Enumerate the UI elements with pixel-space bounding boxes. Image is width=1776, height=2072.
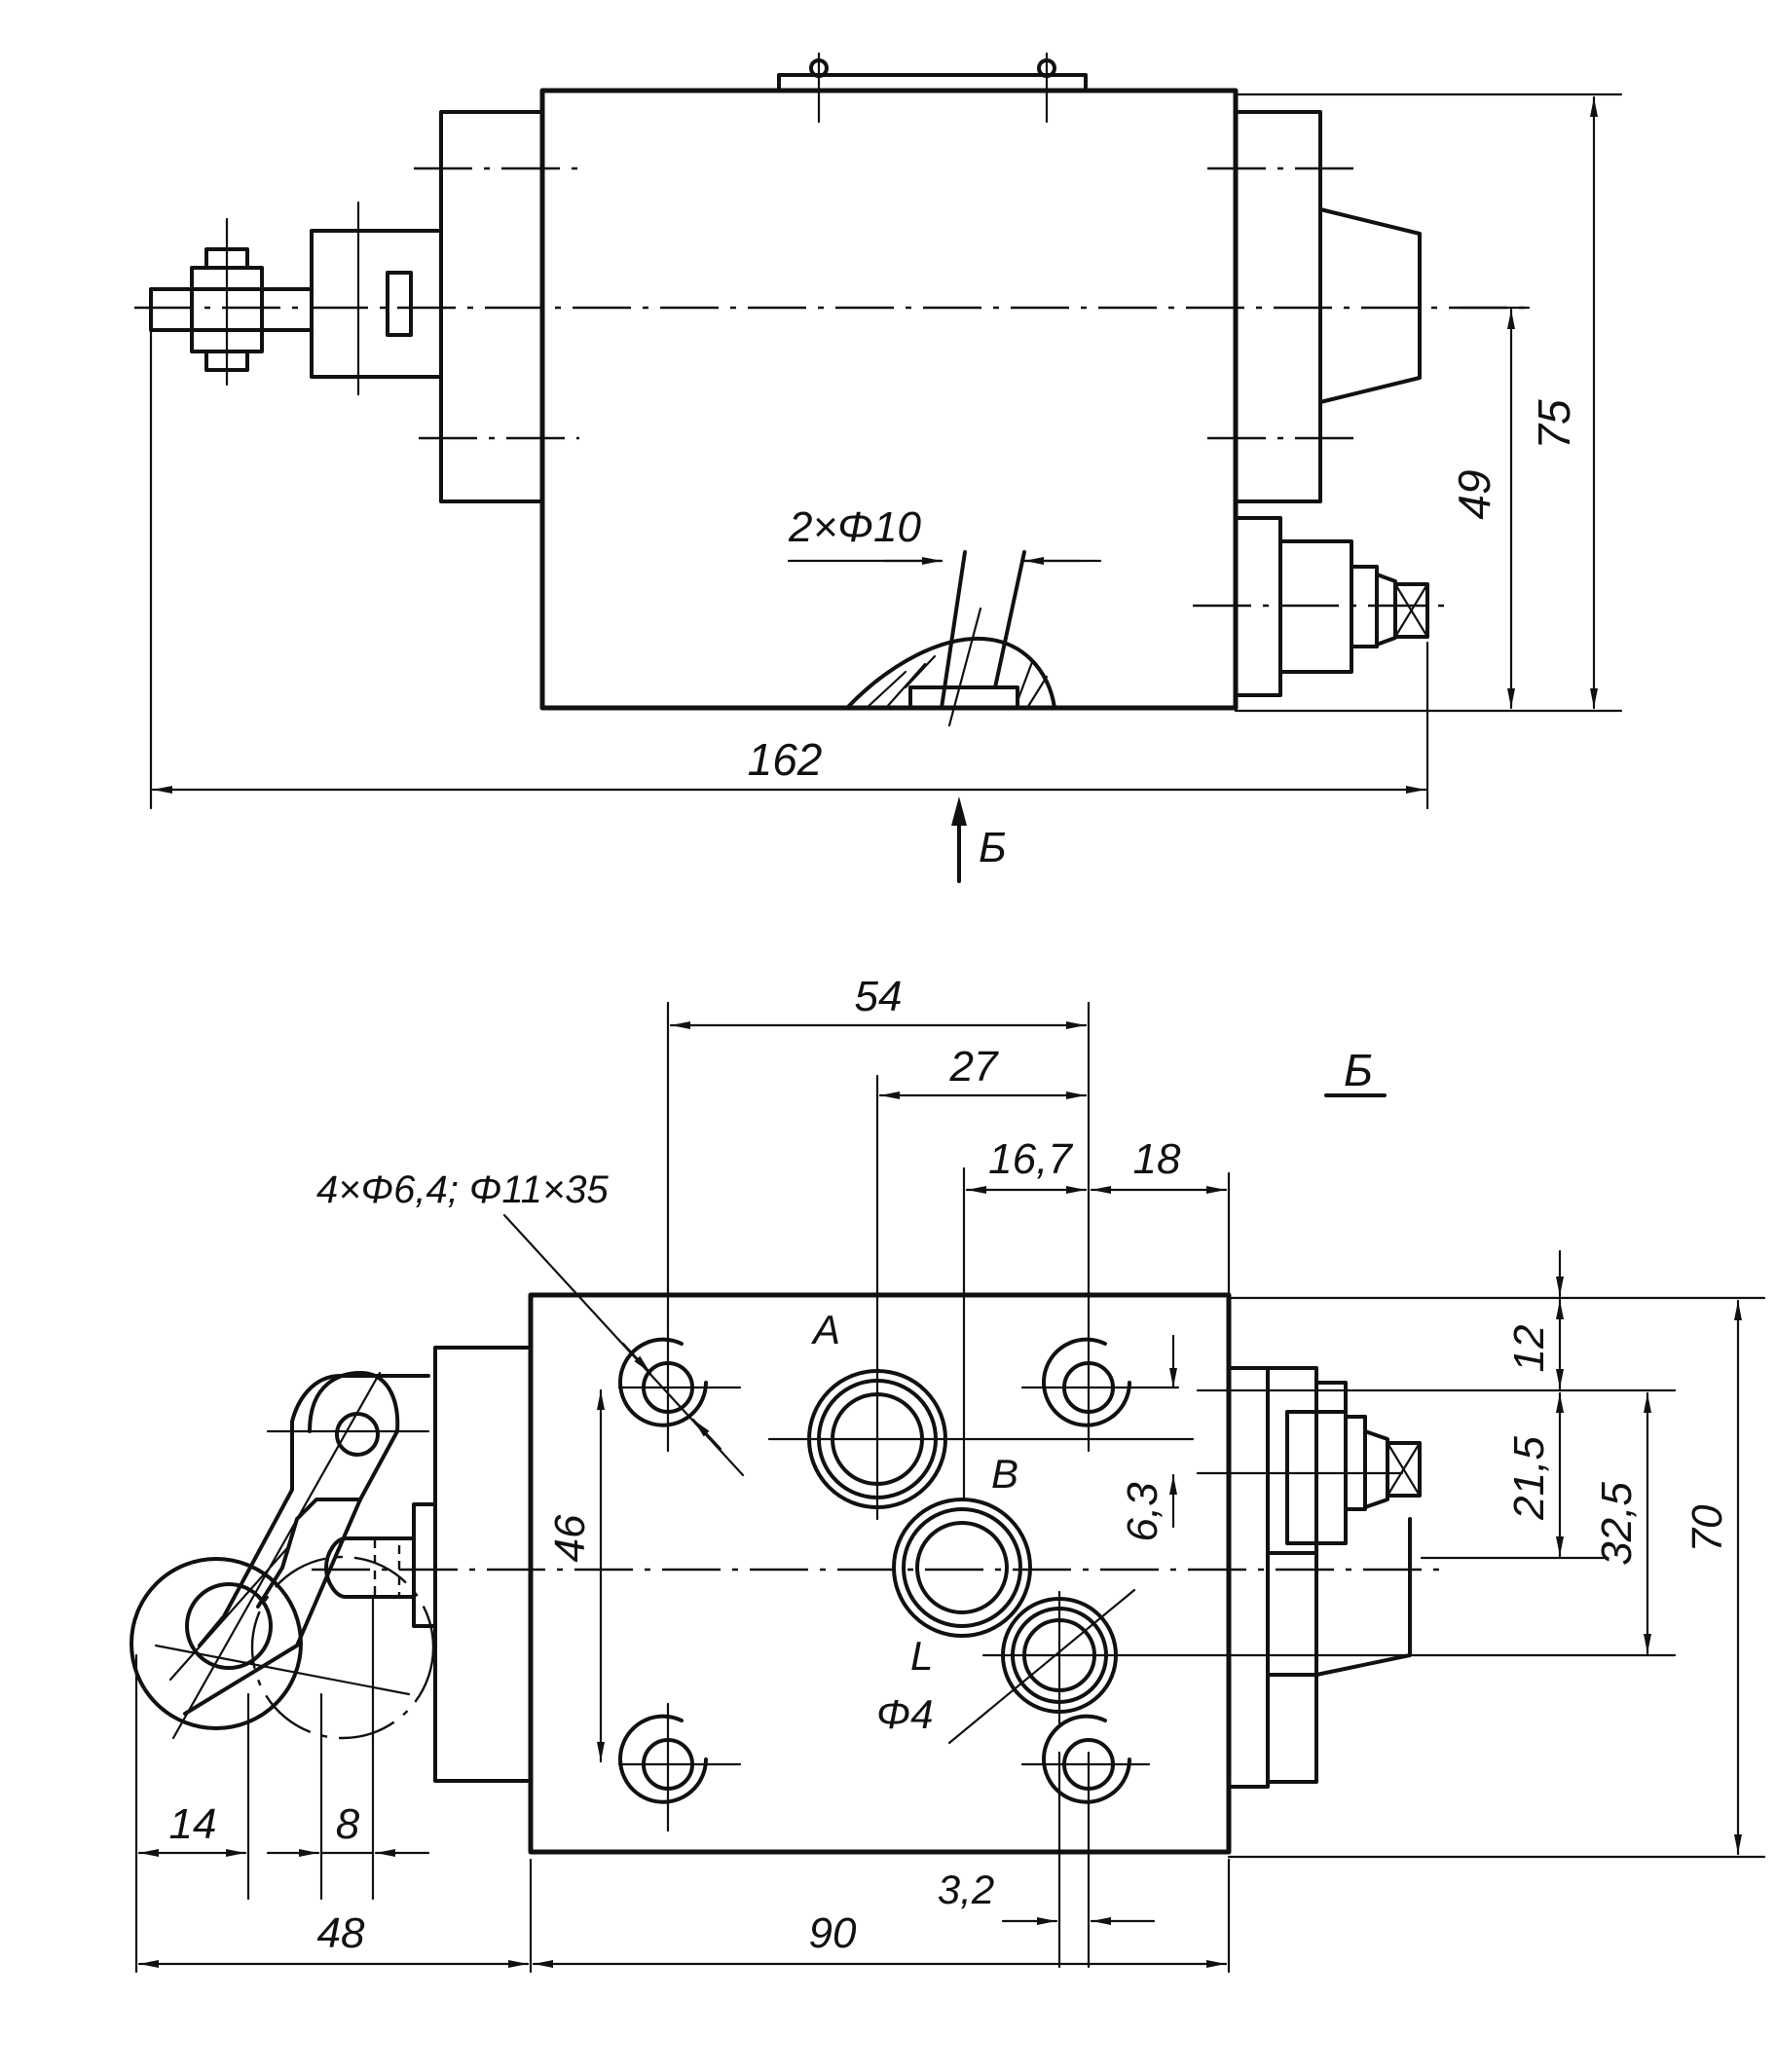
- port-b: [312, 1498, 1446, 1638]
- port-b-label: B: [991, 1451, 1018, 1497]
- dim-12: 12: [1505, 1325, 1553, 1373]
- top-view: [134, 52, 1623, 810]
- port-l: [947, 1588, 1346, 1745]
- dim-70: 70: [1684, 1504, 1731, 1552]
- roller: [130, 1557, 303, 1730]
- dim-54: 54: [855, 973, 903, 1020]
- bottom-view: [130, 1001, 1766, 1974]
- dim-16-7: 16,7: [988, 1135, 1073, 1183]
- view-b-arrow-label: Б: [979, 824, 1007, 871]
- dim-21-5: 21,5: [1505, 1436, 1553, 1521]
- view-b-title: Б: [1324, 1045, 1387, 1097]
- port-l-label: L: [910, 1633, 933, 1679]
- dim-32-5: 32,5: [1593, 1482, 1641, 1566]
- view-b-arrow: Б: [951, 796, 1007, 883]
- dim-46: 46: [546, 1514, 594, 1562]
- mount-hole-bl: [617, 1702, 742, 1832]
- dim-27: 27: [949, 1043, 999, 1091]
- top-hole-callout: 2×Φ10: [788, 503, 921, 551]
- hole-section: [845, 636, 1056, 710]
- mount-hole-tr: [1020, 1322, 1180, 1453]
- dim-6-3: 6,3: [1119, 1482, 1166, 1542]
- mounting-plate: [528, 1292, 1232, 1855]
- view-b-title-text: Б: [1344, 1045, 1373, 1095]
- dim-14: 14: [169, 1800, 217, 1848]
- valve-body: [539, 88, 1239, 711]
- top-plate: [777, 73, 1088, 92]
- top-view-dimensions: 75 49 162 2×Φ10: [151, 95, 1598, 794]
- dim-162: 162: [748, 734, 823, 785]
- dim-49: 49: [1449, 469, 1499, 519]
- dim-8: 8: [336, 1800, 360, 1848]
- diameter-4-label: Φ4: [876, 1691, 934, 1737]
- dim-3-2: 3,2: [938, 1867, 994, 1912]
- dim-48: 48: [317, 1909, 365, 1957]
- bottom-hole-callout: 4×Φ6,4; Φ11×35: [316, 1168, 610, 1211]
- mount-hole-tl: [617, 1322, 742, 1453]
- dim-75: 75: [1529, 399, 1579, 450]
- lever-arm: [198, 1374, 430, 1647]
- port-a-label: A: [810, 1307, 840, 1352]
- bottom-view-dimensions: A B L Φ4 4×Φ6,4; Φ11×35 54 27 16,7 18 12…: [137, 973, 1742, 1968]
- dim-18: 18: [1133, 1135, 1181, 1183]
- dim-90: 90: [809, 1909, 857, 1957]
- mount-hole-br: [1020, 1714, 1151, 1804]
